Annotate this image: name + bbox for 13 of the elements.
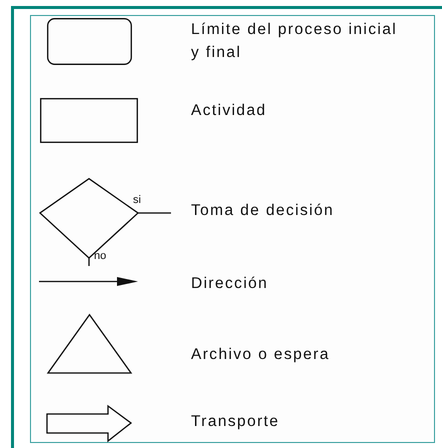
symbol-description: Límite del proceso inicial y final (191, 20, 398, 63)
rectangle-symbol (40, 98, 138, 143)
symbol-description: Archivo o espera (191, 345, 331, 365)
symbol-description: Toma de decisión (191, 201, 336, 221)
rounded-rectangle-symbol (47, 18, 132, 65)
block-arrow-symbol (46, 405, 133, 442)
decision-diamond-symbol (39, 178, 172, 267)
symbol-description: Dirección (191, 274, 270, 294)
branch-label: no (94, 250, 106, 262)
symbol-description: Transporte (191, 412, 280, 432)
triangle-symbol (47, 314, 132, 374)
branch-label: si (133, 194, 141, 206)
symbol-description: Actividad (191, 101, 268, 121)
